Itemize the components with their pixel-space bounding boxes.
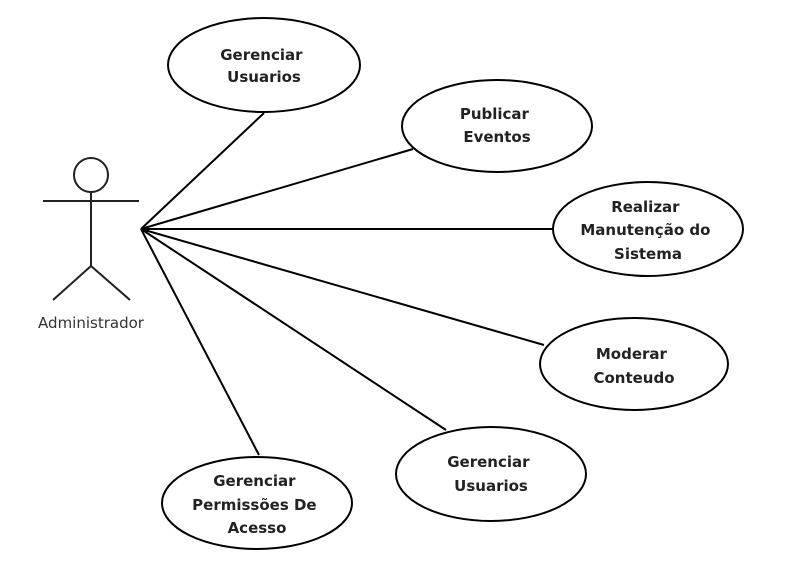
use-case-label-line: Manutenção do [580, 221, 710, 239]
use-case-label-line: Usuarios [227, 68, 301, 86]
actor-administrador: Administrador [38, 157, 145, 332]
association-gerenciar-usuarios-bottom [140, 228, 447, 431]
use-case-label: Publicar Eventos [460, 105, 534, 146]
use-case-ellipse [395, 426, 587, 522]
use-case-label-line: Moderar [596, 345, 668, 363]
use-case-ellipse [401, 79, 593, 173]
association-gerenciar-usuarios-top [140, 112, 265, 230]
use-case-ellipse [552, 181, 744, 277]
use-case-realizar-manutencao: Realizar Manutenção do Sistema [552, 181, 744, 277]
use-case-label-line: Conteudo [593, 369, 674, 387]
association-publicar-eventos [140, 148, 414, 230]
use-case-label-line: Gerenciar [213, 472, 296, 490]
actor-head [73, 157, 109, 193]
use-case-label-line: Sistema [614, 245, 682, 263]
use-case-label-line: Gerenciar [220, 46, 303, 64]
use-case-moderar-conteudo: Moderar Conteudo [539, 317, 729, 411]
use-case-label-line: Realizar [611, 198, 680, 216]
use-case-gerenciar-usuarios-bottom: Gerenciar Usuarios [395, 426, 587, 522]
actor-right-leg [90, 265, 131, 301]
use-case-ellipse [539, 317, 729, 411]
use-case-publicar-eventos: Publicar Eventos [401, 79, 593, 173]
use-case-label-line: Eventos [463, 128, 530, 146]
use-case-label: Gerenciar Usuarios [220, 46, 308, 86]
use-case-label-line: Permissões De [192, 496, 316, 514]
actor-left-leg [52, 265, 92, 301]
use-case-gerenciar-usuarios-top: Gerenciar Usuarios [167, 17, 361, 113]
use-case-label: Gerenciar Permissões De Acesso [192, 472, 322, 537]
use-case-gerenciar-permissoes: Gerenciar Permissões De Acesso [161, 456, 353, 550]
use-case-label: Realizar Manutenção do Sistema [580, 198, 715, 263]
use-case-label-line: Gerenciar [447, 453, 530, 471]
use-case-ellipse [167, 17, 361, 113]
use-case-label-line: Publicar [460, 105, 530, 123]
use-case-label: Gerenciar Usuarios [447, 453, 535, 495]
association-moderar-conteudo [140, 228, 545, 346]
use-case-label-line: Usuarios [454, 477, 528, 495]
actor-label: Administrador [38, 314, 145, 332]
associations [140, 112, 554, 456]
association-gerenciar-permissoes [140, 228, 260, 456]
use-case-label: Moderar Conteudo [593, 345, 674, 387]
use-case-label-line: Acesso [228, 519, 287, 537]
use-case-ellipse [161, 456, 353, 550]
